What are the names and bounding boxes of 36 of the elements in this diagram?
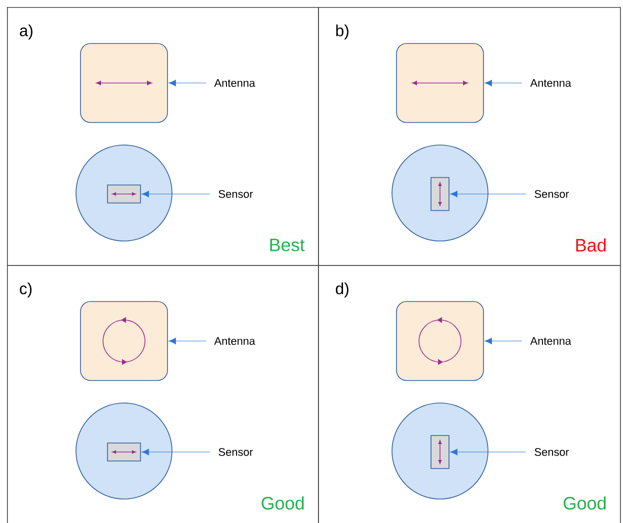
sensor-disc bbox=[76, 144, 172, 242]
panel-letter: c) bbox=[20, 282, 32, 298]
sensor-disc bbox=[76, 402, 172, 500]
sensor-chip bbox=[107, 442, 141, 462]
leader-arrow bbox=[450, 448, 526, 456]
label-text: Sensor bbox=[534, 190, 569, 198]
antenna-box bbox=[396, 43, 484, 123]
leader-arrow bbox=[484, 338, 522, 344]
rating-text: Good bbox=[564, 496, 606, 510]
rating-text: Best bbox=[270, 238, 305, 252]
sensor-chip bbox=[430, 435, 450, 469]
leader-arrow bbox=[484, 80, 522, 86]
leader-arrow bbox=[142, 448, 210, 456]
label-text: Sensor bbox=[218, 448, 253, 456]
rating-text: Good bbox=[262, 496, 304, 510]
label-text: Sensor bbox=[218, 190, 253, 198]
panel-letter: d) bbox=[336, 282, 348, 298]
sensor-disc bbox=[392, 402, 488, 500]
sensor-disc bbox=[392, 144, 488, 242]
sensor-chip bbox=[430, 177, 450, 211]
sensor-chip bbox=[107, 184, 141, 204]
antenna-box bbox=[80, 43, 168, 123]
leader-arrow bbox=[450, 190, 526, 198]
panel-letter: b) bbox=[336, 24, 348, 40]
leader-arrow bbox=[168, 80, 206, 86]
leader-arrow bbox=[142, 190, 210, 198]
rating-text: Bad bbox=[576, 238, 606, 252]
panel-letter: a) bbox=[20, 24, 32, 40]
leader-arrow bbox=[168, 338, 206, 344]
label-text: Antenna bbox=[530, 79, 572, 87]
label-text: Antenna bbox=[214, 79, 256, 87]
antenna-box bbox=[80, 301, 168, 381]
antenna-box bbox=[396, 301, 484, 381]
label-text: Sensor bbox=[534, 448, 569, 456]
label-text: Antenna bbox=[214, 337, 256, 345]
label-text: Antenna bbox=[530, 337, 572, 345]
